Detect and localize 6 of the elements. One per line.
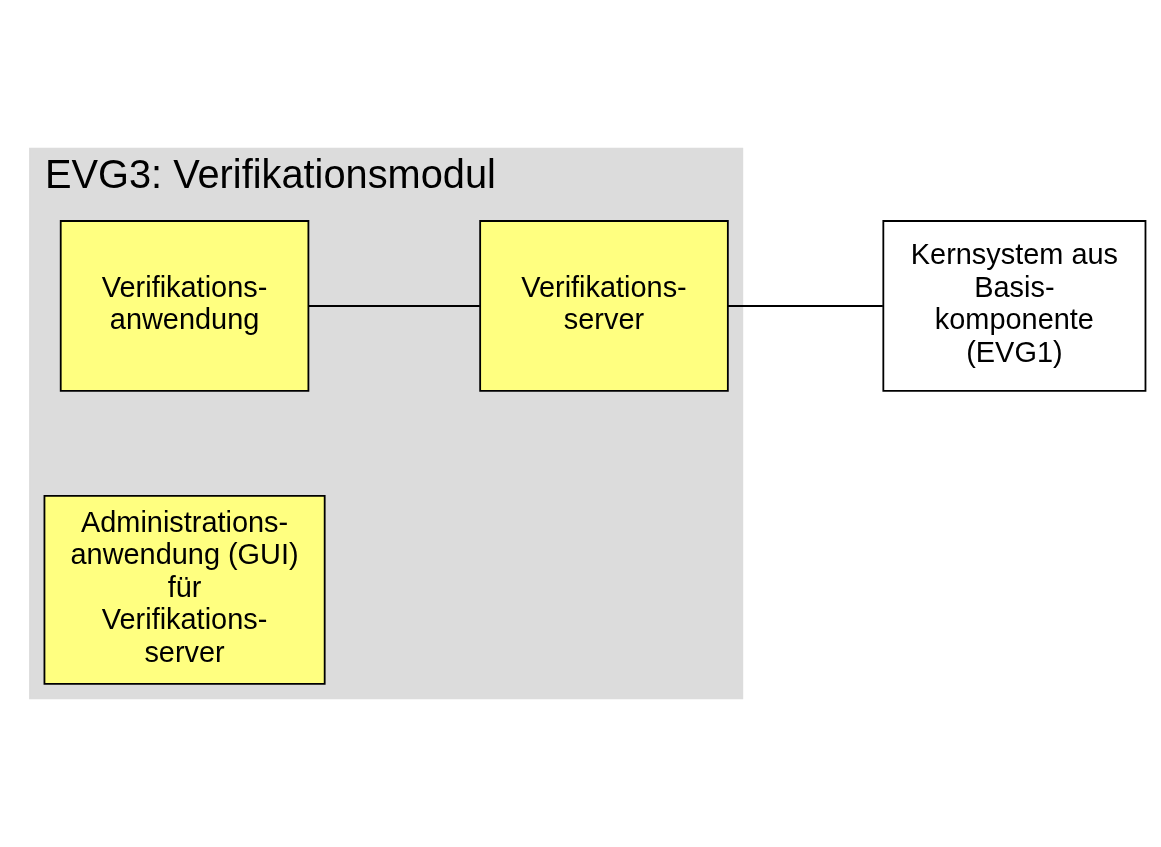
connector — [726, 305, 884, 307]
node-box: Administrations- anwendung (GUI) für Verifikations- server — [43, 494, 326, 685]
connector — [307, 305, 481, 307]
node-box: Kernsystem aus Basis- komponente (EVG1) — [882, 220, 1147, 392]
node-box: Verifikations- anwendung — [59, 220, 310, 392]
node-box: Verifikations- server — [479, 220, 729, 392]
